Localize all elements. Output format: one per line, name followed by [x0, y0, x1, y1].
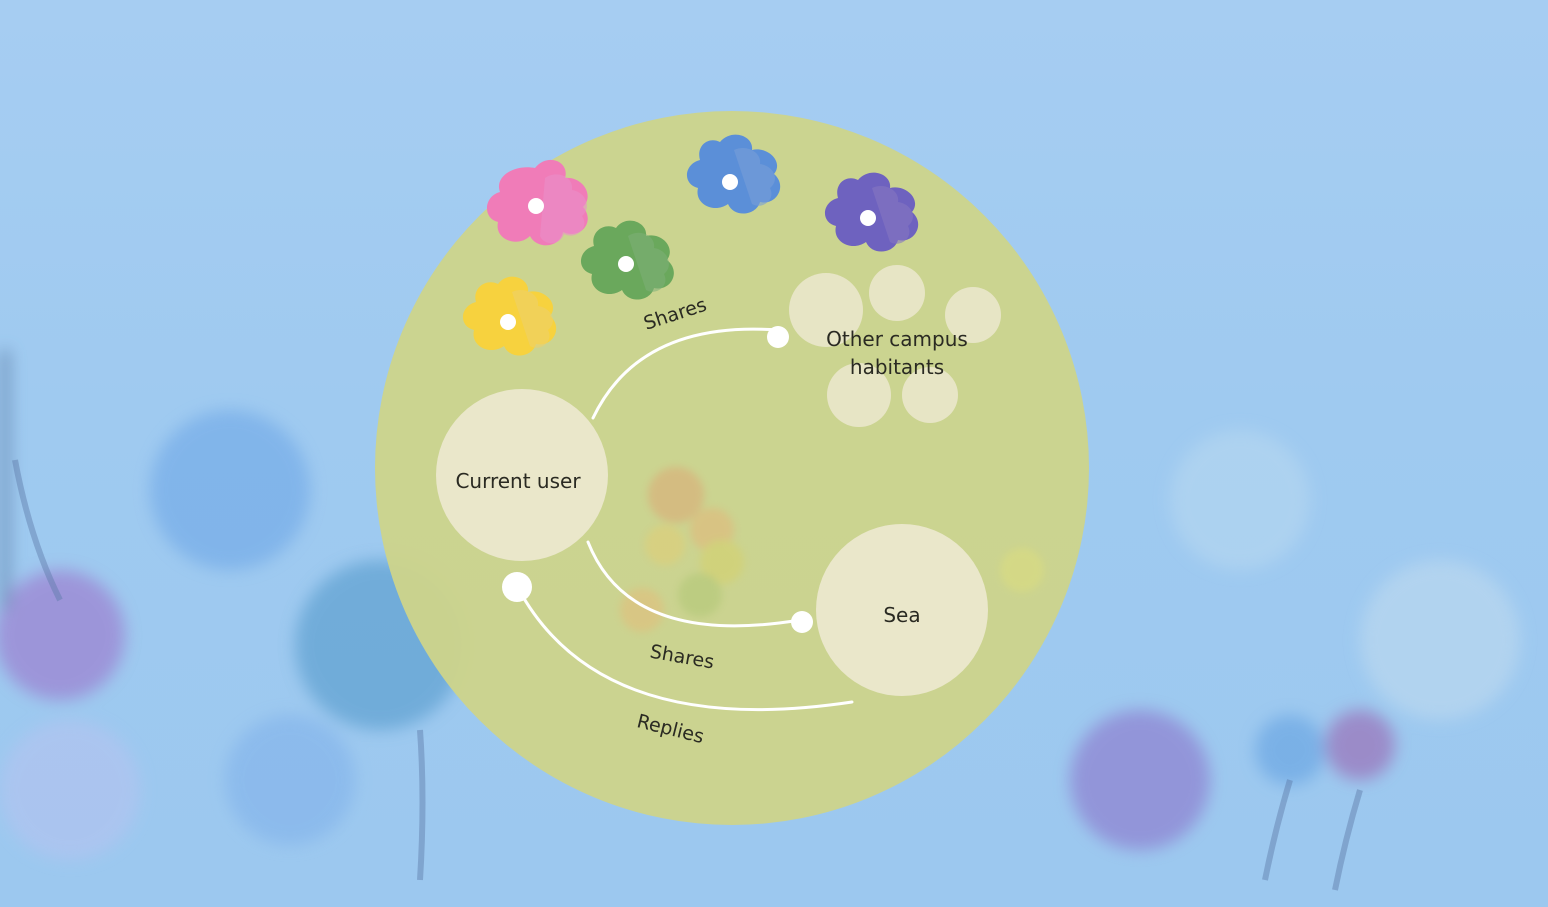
replies-endpoint: [502, 572, 532, 602]
current-user-node: [436, 389, 608, 561]
shares-top-arc: [591, 327, 780, 420]
flower-green: [580, 220, 674, 300]
other-campus-habitants-node: [789, 265, 1001, 427]
other-campus-label-line1: Other campus: [826, 327, 968, 351]
shares-bottom-endpoint: [791, 611, 813, 633]
inner-faded-petals: [620, 467, 1044, 632]
other-campus-label-line2: habitants: [850, 355, 944, 379]
background-stems: [12, 459, 1363, 891]
sea-label: Sea: [883, 603, 920, 627]
flower-pink: [486, 159, 588, 246]
shares-bottom-arc: [586, 540, 802, 628]
flower-purple: [824, 172, 919, 252]
flower-yellow: [462, 276, 557, 356]
sea-node: [816, 524, 988, 696]
replies-arc: [516, 586, 854, 712]
connector-dots: [502, 326, 813, 633]
current-user-label: Current user: [455, 469, 581, 493]
shares-top-endpoint: [767, 326, 789, 348]
background-roses: [0, 350, 1520, 860]
connector-arcs: [516, 327, 854, 712]
flower-blue: [686, 134, 781, 214]
